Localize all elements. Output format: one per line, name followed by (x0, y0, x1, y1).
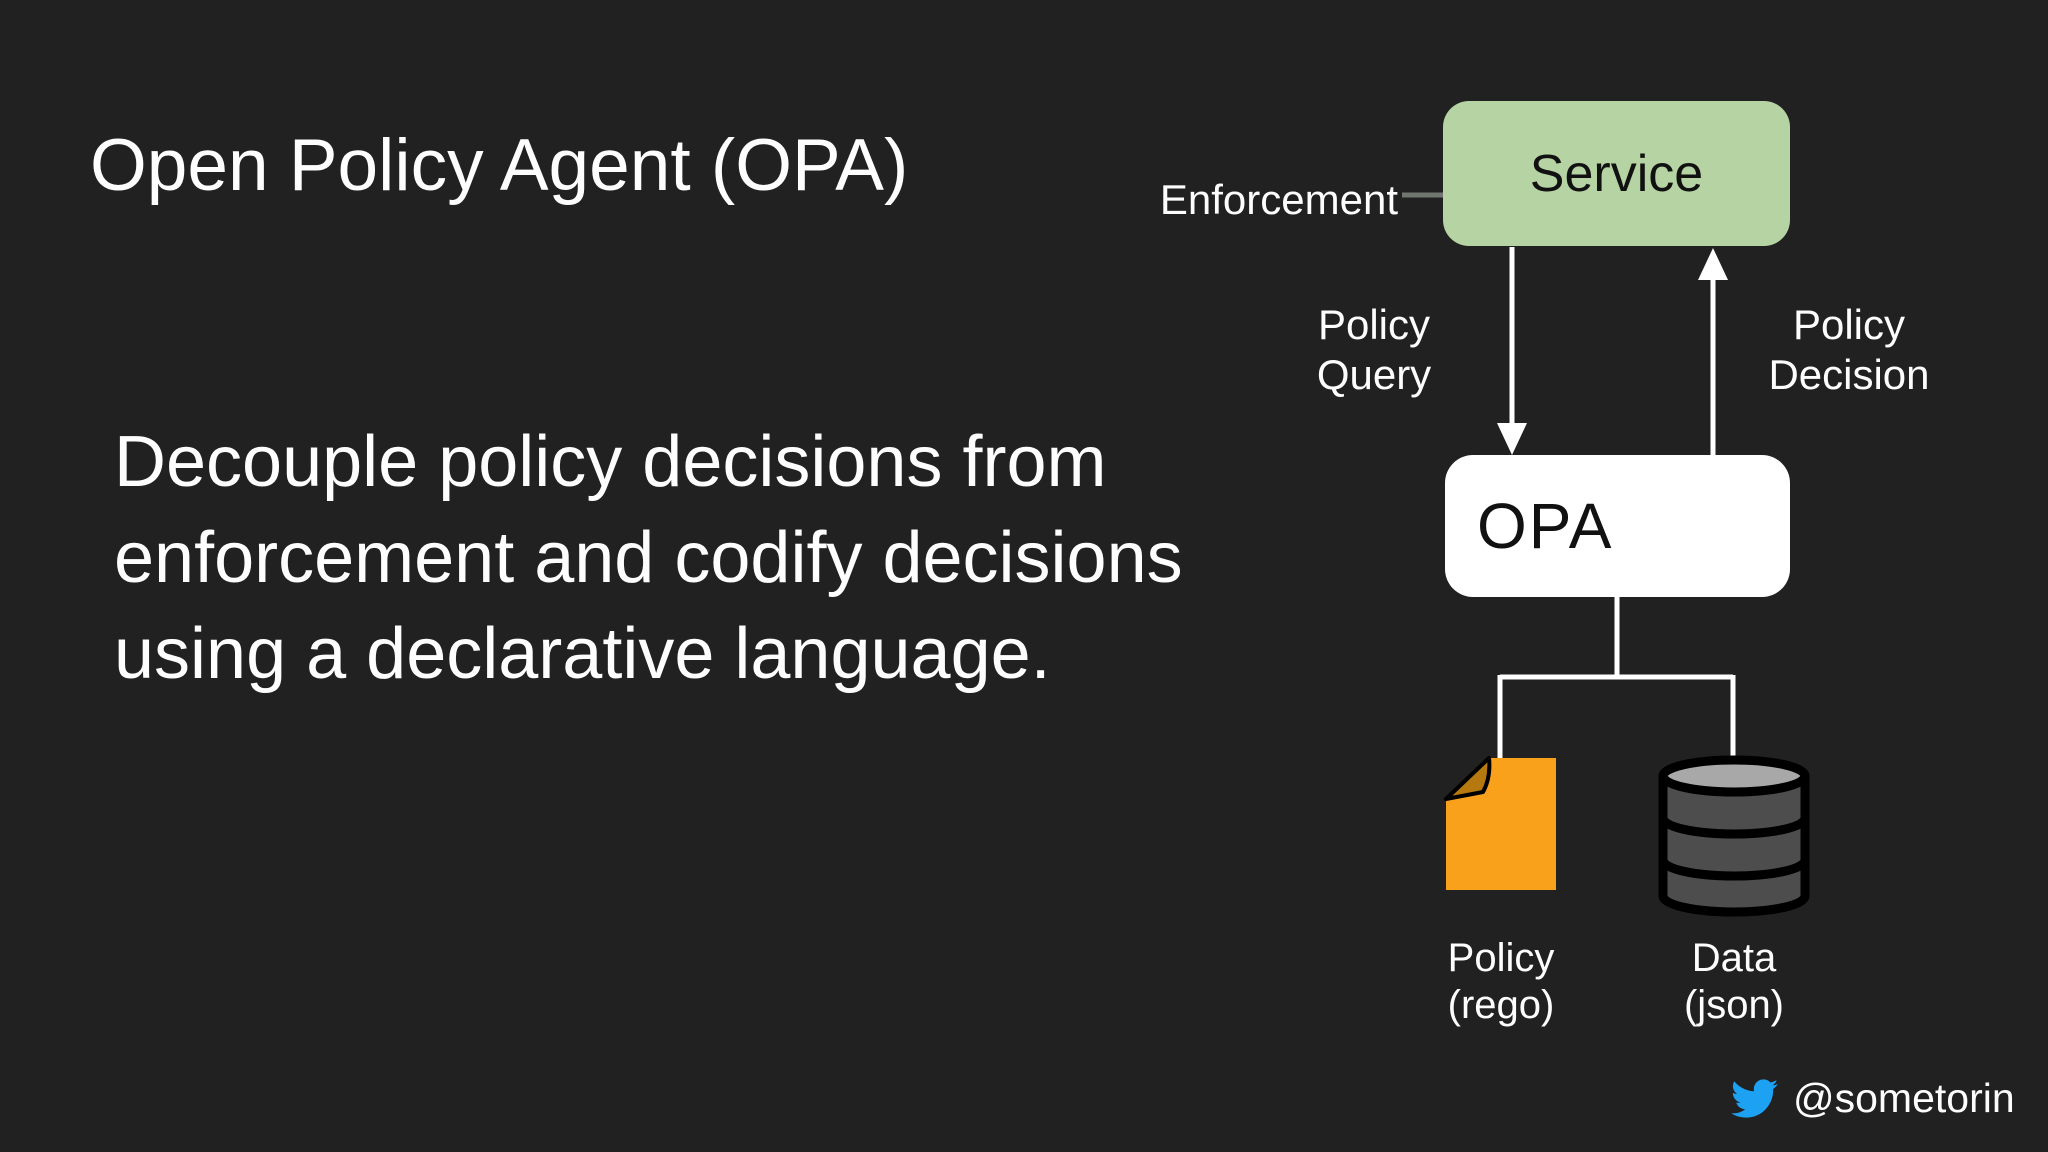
policy-rego-label: Policy (rego) (1401, 935, 1601, 1029)
database-icon (1658, 755, 1810, 917)
policy-decision-arrow (1698, 248, 1728, 455)
policy-rego-line-2: (rego) (1447, 983, 1555, 1027)
body-line-3: using a declarative language. (114, 614, 1051, 694)
opa-stores-connector (1497, 597, 1736, 760)
page-title: Open Policy Agent (OPA) (90, 125, 909, 206)
document-icon (1444, 756, 1556, 890)
data-json-line-1: Data (1691, 936, 1777, 980)
body-paragraph: Decouple policy decisions from enforceme… (114, 414, 1183, 702)
service-node-label: Service (1529, 144, 1704, 203)
opa-node-label: OPA (1477, 490, 1614, 562)
service-node: Service (1443, 101, 1790, 246)
opa-node: OPA (1445, 455, 1790, 597)
body-line-1: Decouple policy decisions from (114, 422, 1107, 502)
body-line-2: enforcement and codify decisions (114, 518, 1183, 598)
data-json-line-2: (json) (1683, 983, 1785, 1027)
policy-query-arrow (1497, 247, 1527, 455)
policy-decision-line-2: Decision (1768, 351, 1930, 398)
twitter-bird-icon (1731, 1078, 1778, 1118)
footer: @sometorin (1726, 1066, 2036, 1130)
policy-query-line-1: Policy (1317, 301, 1431, 348)
policy-rego-line-1: Policy (1447, 936, 1555, 980)
policy-query-label: Policy Query (1274, 300, 1474, 400)
policy-decision-line-1: Policy (1792, 301, 1906, 348)
policy-decision-label: Policy Decision (1749, 300, 1949, 400)
twitter-handle: @sometorin (1793, 1074, 2015, 1121)
enforcement-label: Enforcement (1159, 176, 1398, 223)
policy-query-line-2: Query (1316, 351, 1432, 398)
data-json-label: Data (json) (1634, 935, 1834, 1029)
